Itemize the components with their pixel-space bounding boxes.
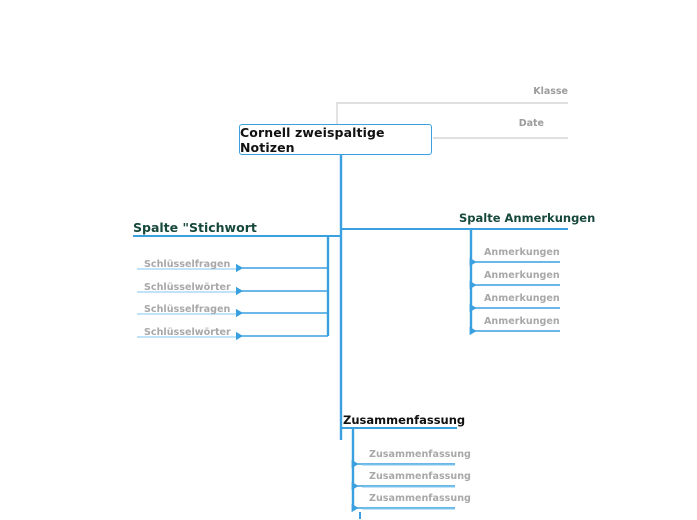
leaf-stichwort-3[interactable]: Schlüsselfragen xyxy=(144,304,231,315)
leaf-stichwort-4[interactable]: Schlüsselwörter xyxy=(144,327,231,338)
leaf-zusammenfassung-3[interactable]: Zusammenfassung xyxy=(369,493,471,504)
leaf-stichwort-2[interactable]: Schlüsselwörter xyxy=(144,282,231,293)
branch-header-stichwort[interactable]: Spalte "Stichwort xyxy=(133,220,257,235)
meta-label-klasse[interactable]: Klasse xyxy=(533,86,568,97)
root-node-label: Cornell zweispaltige Notizen xyxy=(240,124,385,155)
leaf-anmerkungen-3[interactable]: Anmerkungen xyxy=(484,293,560,304)
leaf-zusammenfassung-2[interactable]: Zusammenfassung xyxy=(369,471,471,482)
branch-header-zusammenfassung[interactable]: Zusammenfassung xyxy=(343,413,466,427)
meta-label-date[interactable]: Date xyxy=(518,118,544,129)
leaf-stichwort-1[interactable]: Schlüsselfragen xyxy=(144,259,231,270)
leaf-anmerkungen-4[interactable]: Anmerkungen xyxy=(484,316,560,327)
leaf-zusammenfassung-1[interactable]: Zusammenfassung xyxy=(369,449,471,460)
leaf-anmerkungen-1[interactable]: Anmerkungen xyxy=(484,247,560,258)
leaf-connectors-stichwort xyxy=(236,263,328,341)
branch-header-anmerkungen[interactable]: Spalte Anmerkungen xyxy=(459,211,596,225)
leaf-anmerkungen-2[interactable]: Anmerkungen xyxy=(484,270,560,281)
root-node[interactable]: Cornell zweispaltige Notizen xyxy=(239,124,432,155)
